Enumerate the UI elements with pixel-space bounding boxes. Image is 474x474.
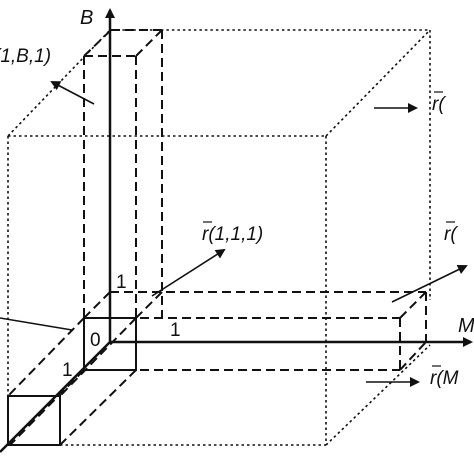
horizontal-bar-block	[83, 291, 427, 371]
unit-label-depth: 1	[62, 360, 73, 381]
vector-label-r-1b1: (1,B,1)	[0, 46, 51, 67]
arrow-r-111	[151, 248, 226, 297]
axis-label-b: B	[80, 7, 93, 29]
vector-label-r-right-mid: r(	[444, 224, 458, 245]
unit-label-vertical: 1	[116, 272, 127, 293]
arrow-r-1b1	[50, 81, 95, 105]
arrow-left-edge	[0, 317, 73, 331]
axis-label-m: M	[458, 315, 474, 337]
vector-overbars	[203, 91, 455, 367]
origin-label: 0	[90, 330, 101, 351]
vertical-column-block	[83, 29, 163, 370]
vector-arrows	[0, 81, 468, 387]
arrow-r-right-mid	[391, 265, 468, 303]
vector-label-r-111: r(1,1,1)	[202, 224, 263, 245]
vector-label-r-top-right: r(	[432, 94, 446, 115]
unit-label-horizontal: 1	[170, 320, 181, 341]
outer-cube-dotted	[7, 29, 431, 446]
depth-axis	[0, 341, 111, 453]
axes	[0, 8, 473, 453]
vector-label-r-bottom-right: r(M	[430, 368, 459, 389]
